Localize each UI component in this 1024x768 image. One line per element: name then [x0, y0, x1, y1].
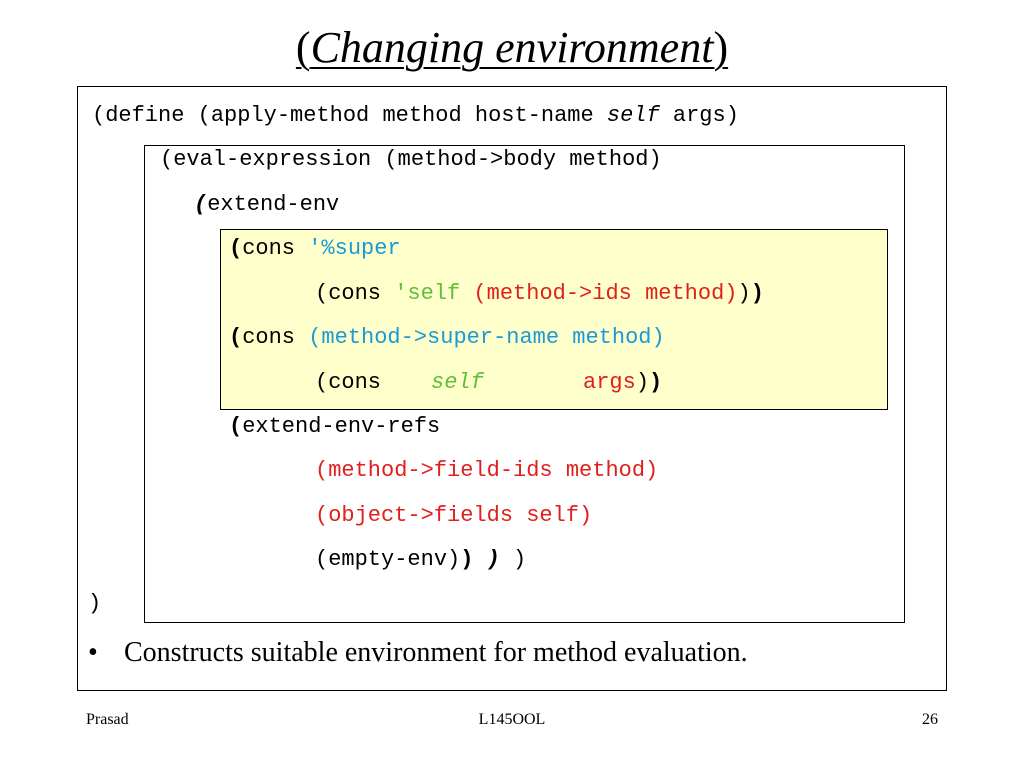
- bullet-point: • Constructs suitable environment for met…: [88, 636, 748, 670]
- code-line-define: (define (apply-method method host-name s…: [92, 103, 739, 128]
- footer-course: L145OOL: [478, 711, 546, 728]
- code-line-field-ids: (method->field-ids method): [315, 458, 659, 483]
- bullet-symbol: •: [88, 637, 98, 668]
- code-line-close-paren: ): [88, 591, 102, 616]
- code-line-object-fields: (object->fields self): [315, 503, 593, 528]
- code-line-extend-env-refs: (extend-env-refs: [229, 414, 441, 439]
- bullet-text: Constructs suitable environment for meth…: [124, 637, 748, 668]
- code-line-cons-super: (cons '%super: [229, 236, 401, 261]
- code-line-empty-env: (empty-env)) ) ): [315, 547, 527, 572]
- footer-author: Prasad: [86, 711, 129, 728]
- code-outer-frame: [77, 86, 947, 691]
- footer-page-number: 26: [922, 711, 938, 728]
- code-line-eval-expression: (eval-expression (method->body method): [160, 147, 662, 172]
- code-inner-frame: [144, 145, 905, 623]
- code-line-extend-env: (extend-env: [194, 192, 340, 217]
- title-close-paren: ): [713, 23, 729, 72]
- title-text: Changing environment: [310, 23, 714, 72]
- title-open-paren: (: [295, 23, 311, 72]
- code-line-cons-self-ids: (cons 'self (method->ids method))): [315, 281, 764, 306]
- slide-title: (Changing environment): [0, 22, 1024, 74]
- highlight-box: [220, 229, 888, 410]
- code-line-cons-super-name: (cons (method->super-name method): [229, 325, 665, 350]
